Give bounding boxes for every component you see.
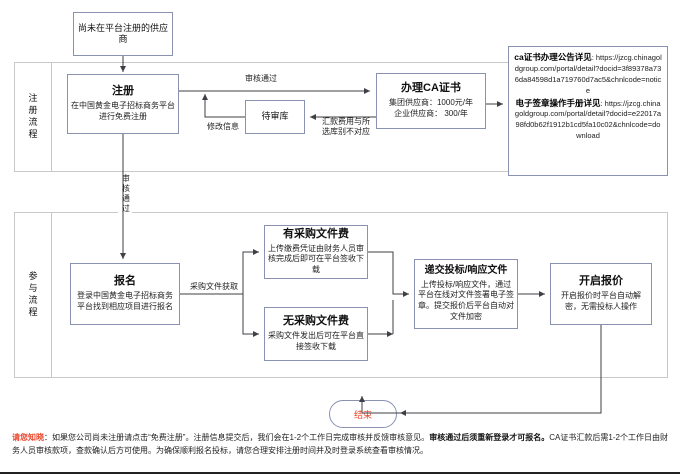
node-without-purchase-fee[interactable]: 无采购文件费 采购文件发出后可在平台直接签收下载 [264,307,368,361]
node-register-title: 注册 [112,85,134,98]
node-ca-title: 办理CA证书 [401,82,461,95]
node-apply-ca-certificate[interactable]: 办理CA证书 集团供应商：1000元/年 企业供应商： 300/年 [376,73,486,129]
node-with-fee-title: 有采购文件费 [283,227,349,240]
node-ca-group-price: 集团供应商：1000元/年 [388,98,474,108]
notice-tag: 请您知晓 [12,433,45,442]
seal-manual-colon: : [600,98,605,108]
notice-emphasis: 审核通过后须重新登录才可报名。 [429,433,550,442]
node-register-desc: 在中国黄金电子招标商务平台进行免费注册 [71,101,175,121]
ca-notice-label: ca证书办理公告详见 [514,52,592,62]
swimlane-registration-label: 注册流程 [14,62,52,172]
footer-divider [0,472,680,474]
node-signup-desc: 登录中国黄金电子招标商务平台找到相应项目进行报名 [77,291,173,311]
swimlane-participation-label: 参与流程 [14,212,52,378]
node-signup-title: 报名 [114,275,136,288]
swimlane-registration-title: 注册流程 [27,93,38,141]
node-signup[interactable]: 报名 登录中国黄金电子招标商务平台找到相应项目进行报名 [70,263,180,325]
ca-notice-url[interactable]: https://jzcg.chinagoldgroup.com/portal/d… [514,53,662,95]
notice-part1: ：如果您公司尚未注册请点击“免费注册”。注册信息提交后，我们会在1-2个工作日完… [44,433,430,442]
seal-manual-label: 电子签章操作手册详见 [515,97,601,108]
edge-label-modify-info: 修改信息 [205,122,241,133]
node-with-fee-desc: 上传缴费凭证由财务人员审核完成后即可在平台签收下载 [268,243,364,275]
node-end[interactable]: 结束 [329,400,397,428]
footer-notice: 请您知晓：如果您公司尚未注册请点击“免费注册”。注册信息提交后，我们会在1-2个… [12,432,668,458]
node-without-fee-title: 无采购文件费 [283,315,349,328]
node-pending-pool[interactable]: 待审库 [245,100,305,134]
edge-label-audit-passed: 审核通过 [243,74,279,85]
node-end-title: 结束 [353,409,372,420]
node-ca-enterprise-price: 企业供应商： 300/年 [394,108,468,118]
node-open-quotation-title: 开启报价 [579,275,623,288]
node-submit-bid-desc: 上传投标/响应文件，通过平台在线对文件签署电子签章。提交报价后平台自动对文件加密 [418,279,514,322]
notice-part2: CA证书汇款后需1-2个工作日由财务人员审核款项，查款确认后方可使用。为确保顺利… [12,433,669,455]
node-start-unregistered-supplier[interactable]: 尚未在平台注册的供应商 [73,12,173,56]
ca-notice-colon: : [591,53,596,62]
seal-manual-url[interactable]: https://jzcg.chinagoldgroup.com/portal/d… [514,98,662,141]
swimlane-participation-title: 参与流程 [27,271,38,319]
edge-label-get-purchase-doc: 采购文件获取 [188,282,240,293]
node-open-quotation-desc: 开启报价时平台自动解密，无需投标人操作 [561,291,641,311]
node-register[interactable]: 注册 在中国黄金电子招标商务平台进行免费注册 [67,74,179,134]
edge-label-audit-passed-vertical: 审核通过 [118,174,133,214]
ca-info-panel: ca证书办理公告详见: https://jzcg.chinagoldgroup.… [508,46,668,176]
node-pending-pool-title: 待审库 [261,111,289,122]
node-without-fee-desc: 采购文件发出后可在平台直接签收下载 [268,331,364,351]
node-submit-bid-title: 递交投标/响应文件 [424,265,508,277]
edge-label-remit-mismatch: 汇款费用与所选库别不对应 [318,117,374,138]
node-submit-bid-documents[interactable]: 递交投标/响应文件 上传投标/响应文件，通过平台在线对文件签署电子签章。提交报价… [414,259,518,329]
node-open-quotation[interactable]: 开启报价 开启报价时平台自动解密，无需投标人操作 [550,263,652,325]
node-start-title: 尚未在平台注册的供应商 [77,22,168,44]
node-with-purchase-fee[interactable]: 有采购文件费 上传缴费凭证由财务人员审核完成后即可在平台签收下载 [264,225,368,279]
